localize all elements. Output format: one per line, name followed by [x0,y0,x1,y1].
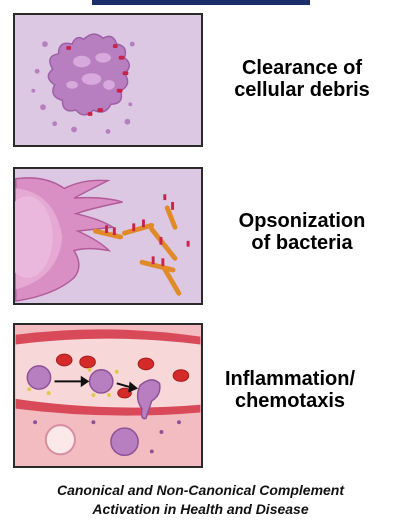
vessel-wall-bottom [15,398,201,416]
leukocytes [26,365,161,420]
debris-clearance-label: Clearance of cellular debris [214,57,390,101]
complement-fragments [27,367,119,397]
figure-caption: Canonical and Non-Canonical Complement A… [0,481,401,519]
label-line: chemotaxis [234,390,346,412]
red-blood-cells [55,353,190,399]
blood-vessel-illustration [15,329,201,457]
label-line: of bacteria [251,232,353,254]
label-line: cellular debris [234,79,370,101]
debris-particles [31,41,135,134]
top-banner-strip [92,0,310,5]
inflammation-label: Inflammation/ chemotaxis [208,368,372,412]
tissue-cells [44,424,139,457]
apoptotic-cell-illustration [31,33,135,134]
inflammation-panel [13,323,203,468]
tissue-debris [33,420,181,454]
cell-fragments [66,52,115,90]
opsonin-marks [105,194,190,267]
macrophage-cell [15,177,123,302]
caption-line: Activation in Health and Disease [92,501,309,517]
macrophage-nucleus [15,196,53,278]
caption-line: Canonical and Non-Canonical Complement [56,482,345,498]
complement-deposits [66,44,129,116]
label-line: Inflammation/ [224,368,355,390]
opsonization-panel [13,167,203,305]
macrophage-illustration [15,177,190,302]
migration-arrows [54,375,139,393]
bacteria [92,205,182,296]
opsonization-label: Opsonization of bacteria [214,210,390,254]
vessel-wall-top [15,329,201,345]
debris-clearance-panel [13,13,203,147]
label-line: Opsonization [238,210,366,232]
label-line: Clearance of [241,57,363,79]
